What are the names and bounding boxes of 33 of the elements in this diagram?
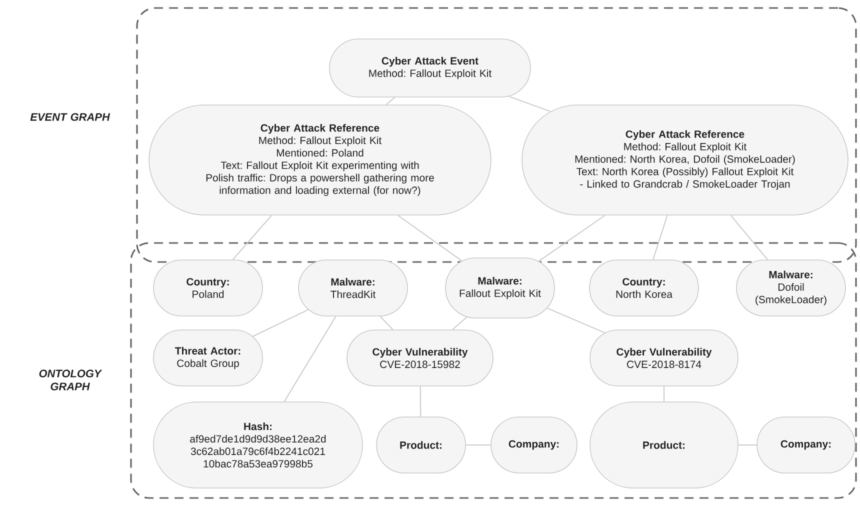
entity-box: Cyber Attack Reference Method: Fallout Exploit Kit Mentioned: North Korea, Dofoil (SmokeLoader) Text: North Korea (Possibly) Fallout Exploit Kit - Linked to Grandcrab / SmokeLoader Trojan [522,104,848,216]
entity-box: Country: North Korea [589,260,699,316]
entity-box: Threat Actor: Cobalt Group [153,330,263,386]
connector-line [380,316,394,330]
entity-box: Hash: af9ed7de1d9d9d38ee12ea2d 3c62ab01a79c6f4b2241c021 10bac78a53ea97998b5 [153,402,363,488]
connector-line [652,214,668,260]
connector-line [508,96,551,112]
connector-line [465,444,492,446]
region-title: EVENT GRAPH [30,113,110,121]
connector-line [730,214,768,260]
connector-line [284,316,336,402]
entity-box: Country: Poland [153,260,263,316]
entity-box: Malware: ThreadKit [298,260,408,316]
region-title: ONTOLOGY GRAPH [39,370,102,390]
entity-box: Cyber Vulnerability CVE-2018-15982 [346,330,494,386]
connector-line [420,386,422,418]
entity-box: Company: [756,416,856,474]
connector-line [664,386,665,402]
connector-line [546,308,606,334]
connector-line [538,214,606,262]
entity-box: Cyber Attack Reference Method: Fallout Exploit Kit Mentioned: Poland Text: Fallout Exploit Kit experimenting with Polish traffic: Drops a powershell gathering more information and loading external (for now?) [148,104,492,216]
connector-line [386,96,396,106]
entity-box: Product: [590,402,738,488]
entity-box: Cyber Vulnerability CVE-2018-8174 [590,330,738,386]
entity-box: Product: [376,416,466,474]
entity-box: Malware: Dofoil (SmokeLoader) [736,260,846,316]
entity-box: Malware: Fallout Exploit Kit [445,258,555,318]
connector-line [738,444,758,446]
entity-box: Company: [490,416,578,474]
entity-box: Cyber Attack Event Method: Fallout Exploit Kit [329,38,531,98]
connector-line [452,316,468,330]
connector-line [252,309,309,337]
connector-line [232,214,272,260]
